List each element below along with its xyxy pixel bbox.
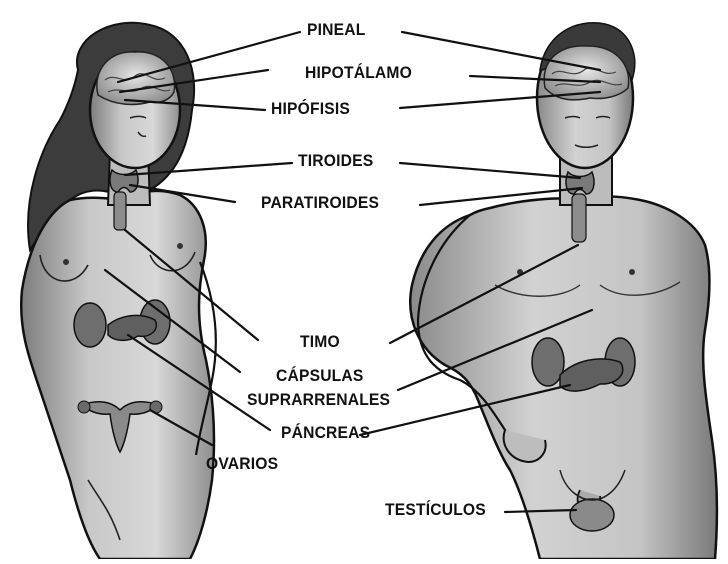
label-tiroides: TIROIDES [298, 151, 373, 171]
label-pancreas: PÁNCREAS [281, 423, 370, 443]
testes [570, 499, 614, 531]
female-figure [21, 23, 216, 559]
label-ovarios: OVARIOS [206, 454, 278, 474]
label-capsulas: CÁPSULAS [276, 366, 364, 386]
female-body [21, 191, 214, 559]
label-pineal: PINEAL [307, 20, 365, 40]
label-testiculos: TESTÍCULOS [385, 500, 486, 520]
male-kidney-left [532, 338, 564, 386]
label-paratiroides: PARATIROIDES [261, 193, 379, 213]
label-hipotalamo: HIPOTÁLAMO [305, 63, 412, 83]
male-brain [544, 46, 628, 100]
label-timo: TIMO [300, 332, 340, 352]
label-suprarrenales: SUPRARRENALES [247, 390, 390, 410]
label-hipofisis: HIPÓFISIS [271, 99, 350, 119]
female-kidney-left [74, 303, 106, 347]
